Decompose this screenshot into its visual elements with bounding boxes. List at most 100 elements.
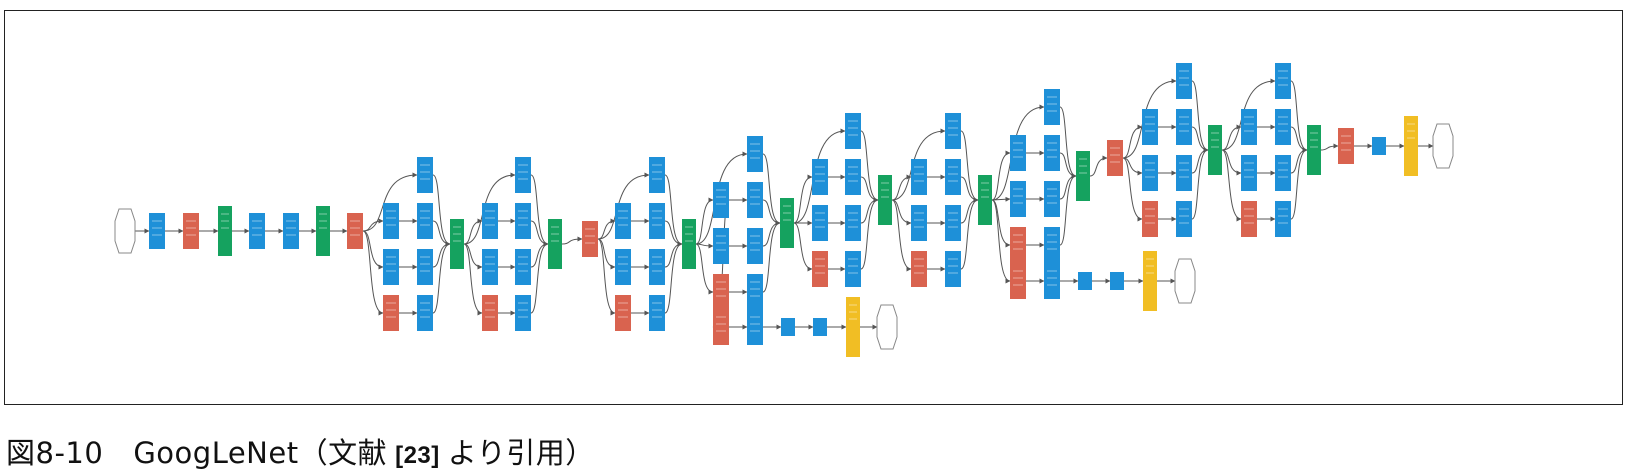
pool-node bbox=[1010, 263, 1026, 299]
edge-arrow bbox=[793, 222, 813, 272]
edge-arrow bbox=[860, 130, 879, 203]
conv-node bbox=[911, 159, 927, 195]
conv-node bbox=[383, 203, 399, 239]
concat-node bbox=[1307, 125, 1321, 175]
pool-node bbox=[911, 251, 927, 287]
concat-node bbox=[780, 198, 794, 248]
edge-arrow bbox=[432, 241, 451, 314]
conv-node bbox=[383, 249, 399, 285]
conv-node bbox=[1241, 109, 1257, 145]
conv-node bbox=[747, 228, 763, 264]
pool-node bbox=[713, 309, 729, 345]
io-node bbox=[876, 304, 898, 350]
caption-reference: [23] bbox=[395, 442, 440, 469]
pool-node bbox=[1142, 201, 1158, 237]
edge-arrow bbox=[1122, 124, 1143, 159]
fc-node bbox=[781, 318, 795, 336]
conv-node bbox=[812, 159, 828, 195]
conv-node bbox=[747, 274, 763, 310]
conv-node bbox=[515, 249, 531, 285]
edge-arrow bbox=[1191, 80, 1209, 153]
edge-arrow bbox=[530, 241, 549, 314]
conv-node bbox=[1241, 155, 1257, 191]
conv-node bbox=[945, 205, 961, 241]
fc-node bbox=[813, 318, 827, 336]
conv-node bbox=[945, 159, 961, 195]
concat-node bbox=[218, 206, 232, 256]
softmax-node bbox=[1143, 251, 1157, 311]
concat-node bbox=[548, 219, 562, 269]
edge-arrow bbox=[530, 174, 549, 247]
edge-arrow bbox=[762, 153, 781, 226]
conv-node bbox=[482, 203, 498, 239]
node-layer bbox=[114, 63, 1454, 357]
pool-node bbox=[183, 213, 199, 249]
edge-arrow bbox=[597, 218, 616, 240]
concat-node bbox=[1076, 151, 1090, 201]
conv-node bbox=[1044, 89, 1060, 125]
conv-node bbox=[747, 309, 763, 345]
conv-node bbox=[945, 113, 961, 149]
googlenet-diagram bbox=[114, 63, 1454, 357]
conv-node bbox=[713, 182, 729, 218]
edge-arrow bbox=[960, 197, 979, 270]
edge-arrow bbox=[891, 174, 912, 201]
conv-node bbox=[515, 157, 531, 193]
softmax-node bbox=[1404, 116, 1418, 176]
conv-node bbox=[649, 157, 665, 193]
conv-node bbox=[1010, 135, 1026, 171]
conv-node bbox=[615, 249, 631, 285]
conv-node bbox=[1275, 63, 1291, 99]
concat-node bbox=[1208, 125, 1222, 175]
conv-node bbox=[649, 295, 665, 331]
edge-arrow bbox=[793, 174, 813, 224]
edge-arrow bbox=[1290, 147, 1308, 220]
edge-arrow bbox=[860, 197, 879, 270]
figure-number: 図8-10 bbox=[6, 436, 104, 470]
edge-arrow bbox=[664, 241, 683, 314]
conv-node bbox=[649, 249, 665, 285]
conv-node bbox=[417, 157, 433, 193]
concat-node bbox=[682, 219, 696, 269]
conv-node bbox=[1044, 263, 1060, 299]
edge-arrow bbox=[695, 197, 714, 245]
edge-arrow bbox=[463, 218, 483, 245]
conv-node bbox=[417, 203, 433, 239]
edge-arrow bbox=[362, 218, 384, 232]
conv-node bbox=[1275, 201, 1291, 237]
pool-node bbox=[482, 295, 498, 331]
concat-node bbox=[316, 206, 330, 256]
conv-node bbox=[1044, 135, 1060, 171]
edge-arrow bbox=[1059, 173, 1077, 246]
edge-arrow bbox=[664, 174, 683, 247]
pool-node bbox=[582, 221, 598, 257]
softmax-node bbox=[846, 297, 860, 357]
conv-node bbox=[945, 251, 961, 287]
figure-frame bbox=[4, 10, 1623, 405]
conv-node bbox=[845, 251, 861, 287]
edge-arrow bbox=[432, 174, 451, 247]
edge-arrow bbox=[1191, 147, 1209, 220]
edge-arrow bbox=[991, 199, 1011, 248]
conv-node bbox=[417, 295, 433, 331]
conv-node bbox=[1010, 181, 1026, 217]
edge-arrow bbox=[960, 130, 979, 203]
conv-node bbox=[615, 203, 631, 239]
conv-node bbox=[845, 159, 861, 195]
conv-node bbox=[1275, 155, 1291, 191]
conv-node bbox=[249, 213, 265, 249]
edge-arrow bbox=[597, 238, 616, 316]
edge-arrow bbox=[1059, 106, 1077, 179]
pool-node bbox=[1338, 128, 1354, 164]
conv-node bbox=[1176, 109, 1192, 145]
caption-title-tail: より引用） bbox=[447, 436, 595, 470]
conv-node bbox=[1176, 201, 1192, 237]
pool-node bbox=[1107, 140, 1123, 176]
edge-arrow bbox=[463, 243, 483, 316]
edge-arrow bbox=[561, 236, 583, 245]
io-node bbox=[1432, 123, 1454, 169]
conv-node bbox=[1044, 181, 1060, 217]
concat-node bbox=[978, 175, 992, 225]
edge-arrow bbox=[1290, 80, 1308, 153]
pool-node bbox=[383, 295, 399, 331]
